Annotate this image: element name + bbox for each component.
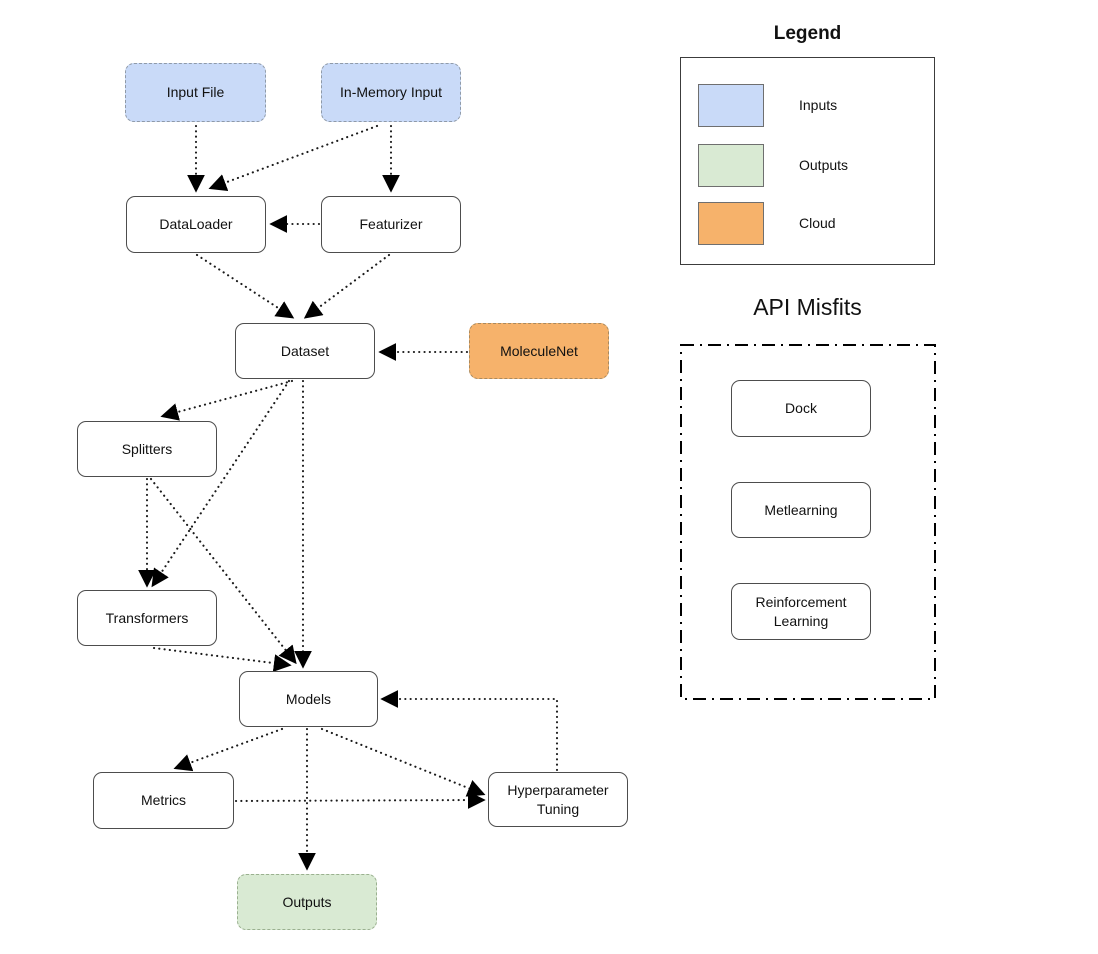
legend-item: Inputs	[698, 83, 837, 127]
outputs-color-swatch	[698, 143, 764, 187]
node-transformers: Transformers	[77, 590, 217, 646]
node-outputs: Outputs	[237, 874, 377, 930]
api-misfits-border	[680, 344, 936, 700]
legend-item: Outputs	[698, 143, 848, 187]
edge-metrics-hyperparameter-tuning	[234, 791, 486, 809]
node-input-file: Input File	[125, 63, 266, 122]
inputs-color-swatch	[698, 83, 764, 127]
node-hyperparameter-tuning: Hyperparameter Tuning	[488, 772, 628, 827]
node-reinforcement-learning: Reinforcement Learning	[731, 583, 871, 640]
node-moleculenet: MoleculeNet	[469, 323, 609, 379]
edge-featurizer-dataset	[303, 253, 391, 319]
node-dock: Dock	[731, 380, 871, 437]
edge-transformers-models	[152, 646, 292, 672]
edge-models-metrics	[173, 727, 284, 772]
node-models: Models	[239, 671, 378, 727]
edge-hyperparameter-tuning-models	[380, 690, 559, 772]
edge-dataset-transformers	[151, 379, 291, 588]
node-featurizer: Featurizer	[321, 196, 461, 253]
edge-in-memory-input-dataloader	[208, 124, 379, 192]
legend-item-label: Outputs	[799, 157, 849, 173]
edge-dataset-splitters	[160, 379, 294, 421]
node-dataset: Dataset	[235, 323, 375, 379]
cloud-color-swatch	[698, 201, 764, 245]
edge-splitters-models	[149, 477, 297, 665]
node-splitters: Splitters	[77, 421, 217, 477]
legend-title: Legend	[773, 23, 842, 44]
legend-item-label: Cloud	[799, 215, 836, 231]
edge-dataloader-dataset	[195, 253, 295, 319]
legend-box: Inputs Outputs Cloud	[680, 57, 935, 265]
legend-item-label: Inputs	[799, 97, 838, 113]
node-metrics: Metrics	[93, 772, 234, 829]
edge-models-hyperparameter-tuning	[320, 727, 486, 797]
api-misfits-title: API Misfits	[753, 294, 862, 320]
node-in-memory-input: In-Memory Input	[321, 63, 461, 122]
node-dataloader: DataLoader	[126, 196, 266, 253]
node-metlearning: Metlearning	[731, 482, 871, 538]
legend-item: Cloud	[698, 201, 836, 245]
